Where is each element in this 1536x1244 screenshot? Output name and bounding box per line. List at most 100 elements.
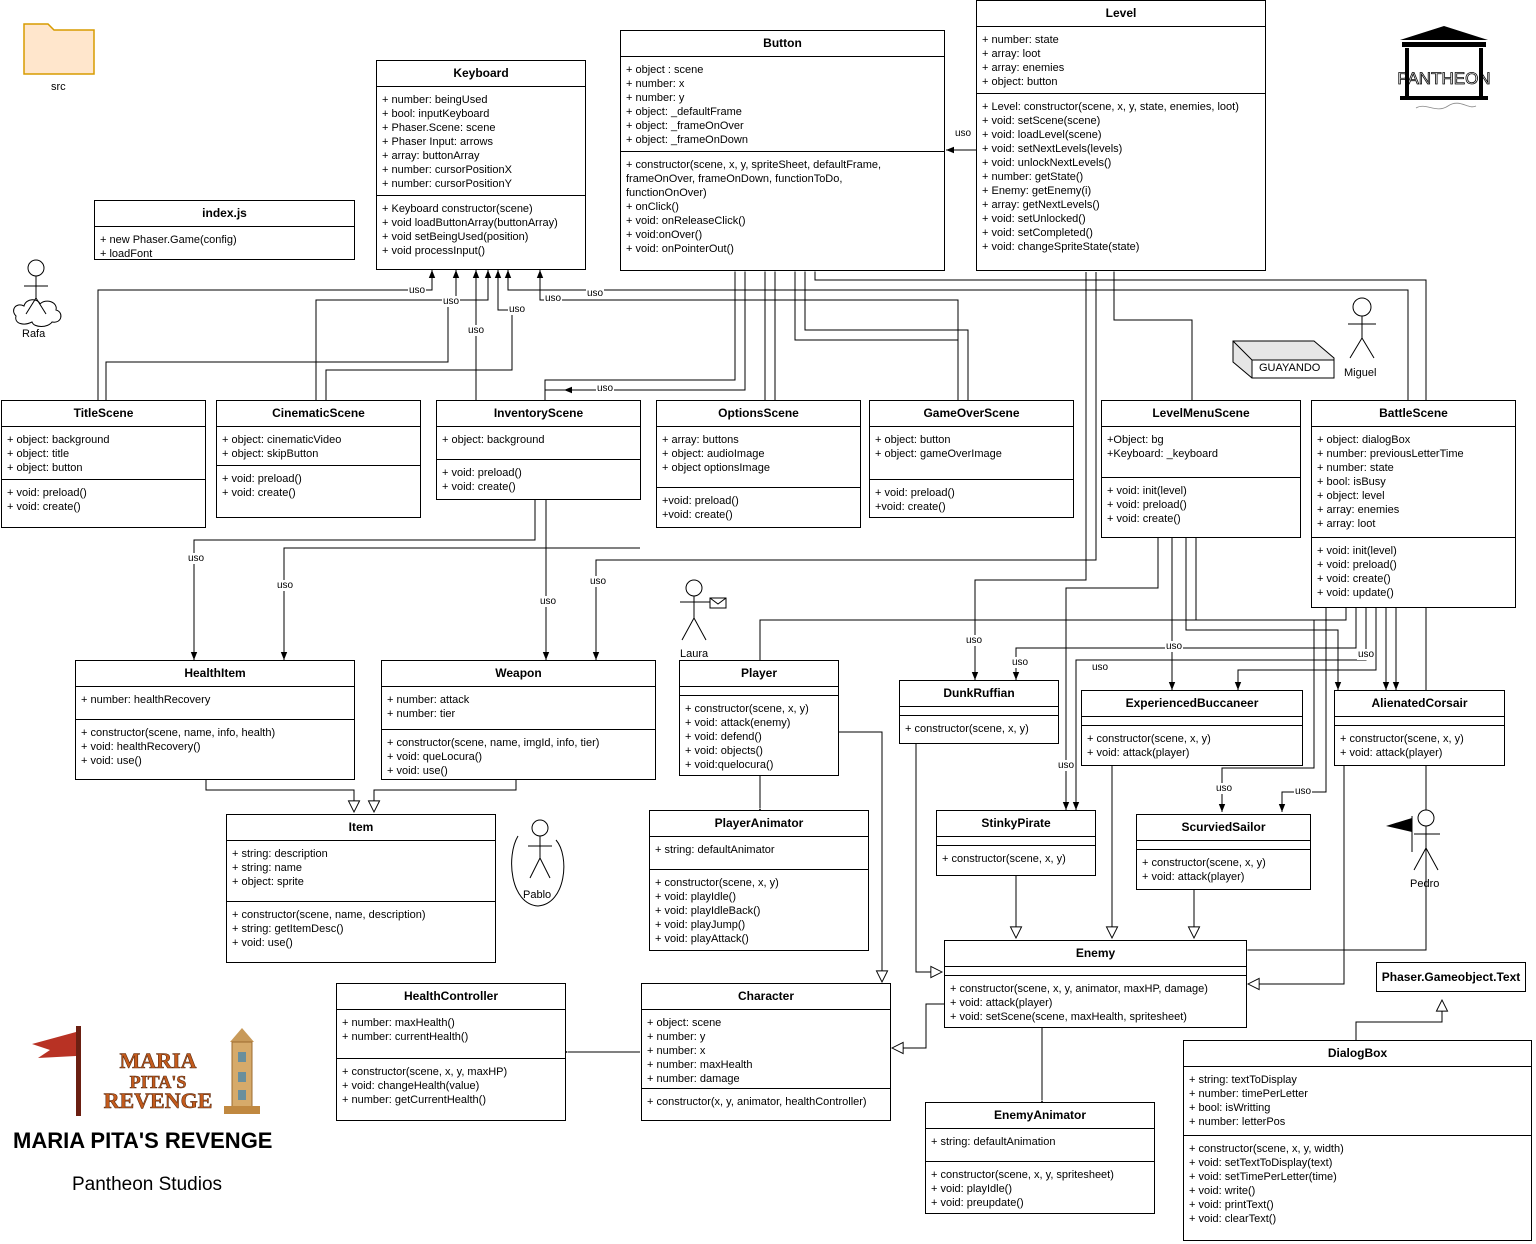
class-keyboard[interactable]: Keyboard + number: beingUsed+ bool: inpu… (376, 60, 586, 270)
class-cinematicscene[interactable]: CinematicScene + object: cinematicVideo+… (216, 400, 421, 518)
class-attributes: + string: textToDisplay+ number: timePer… (1184, 1067, 1531, 1135)
class-member: + object: dialogBox (1317, 434, 1411, 446)
class-member: + constructor(scene, x, y, animator, max… (950, 983, 1208, 995)
stick-figure-icon (1348, 297, 1376, 359)
edge-level-weapon (592, 272, 1097, 660)
class-title: DialogBox (1184, 1041, 1531, 1067)
class-levelmenuscene[interactable]: LevelMenuScene +Object: bg+Keyboard: _ke… (1101, 400, 1301, 538)
class-member: + constructor(scene, x, y, spritesheet) (931, 1169, 1114, 1181)
class-methods: + constructor(scene, x, y)+ void: attack… (1137, 849, 1310, 888)
edge-inventory-healthitem (190, 500, 536, 660)
class-titlescene[interactable]: TitleScene + object: background+ object:… (1, 400, 206, 528)
class-methods: + void: preload()+void: create() (870, 479, 1073, 518)
footer-title: MARIA PITA'S REVENGE (13, 1128, 273, 1153)
folder-icon[interactable] (22, 18, 98, 78)
class-member: + void: create() (7, 501, 81, 513)
class-member: + number: y (647, 1031, 706, 1043)
actor-name-rafa: Rafa (22, 328, 46, 340)
class-weapon[interactable]: Weapon + number: attack+ number: tier + … (381, 660, 656, 780)
class-attributes: + object: scene+ number: y+ number: x+ n… (642, 1010, 890, 1088)
class-dialogbox[interactable]: DialogBox + string: textToDisplay+ numbe… (1183, 1040, 1532, 1241)
class-title: BattleScene (1312, 401, 1515, 427)
class-playeranimator[interactable]: PlayerAnimator + string: defaultAnimator… (649, 810, 869, 951)
class-member: + object: gameOverImage (875, 448, 1002, 460)
class-button[interactable]: Button + object : scene+ number: x+ numb… (620, 30, 945, 271)
edge-label: uso (586, 288, 605, 299)
class-alienatedcorsair[interactable]: AlienatedCorsair + constructor(scene, x,… (1334, 690, 1505, 766)
class-enemy[interactable]: Enemy + constructor(scene, x, y, animato… (944, 940, 1247, 1028)
edge-label: uso (1057, 760, 1076, 771)
class-member: + void: attack(player) (1340, 747, 1443, 759)
class-member: functionOnOver) (626, 187, 707, 199)
class-player[interactable]: Player + constructor(scene, x, y)+ void:… (679, 660, 839, 776)
game-logo-line1: MARIA (120, 1048, 197, 1073)
actor-name-laura: Laura (680, 648, 709, 660)
class-member: + void: healthRecovery() (81, 741, 201, 753)
class-member: +void: create() (662, 509, 733, 521)
class-attributes: + object: background+ object: title+ obj… (2, 427, 205, 479)
stick-figure-flag-icon (1386, 809, 1440, 871)
class-member: + void: setNextLevels(levels) (982, 143, 1123, 155)
edge-dunk-enemy (915, 744, 942, 972)
class-attributes: + string: description+ string: name+ obj… (227, 841, 495, 901)
class-attributes: +Object: bg +Keyboard: _keyboard (1102, 427, 1300, 477)
class-attributes: + object: button+ object: gameOverImage (870, 427, 1073, 479)
note-box (1232, 340, 1336, 380)
class-title: StinkyPirate (937, 811, 1095, 837)
class-member: +Object: bg (1107, 434, 1164, 446)
class-healthitem[interactable]: HealthItem + number: healthRecovery + co… (75, 660, 355, 780)
class-item[interactable]: Item + string: description+ string: name… (226, 814, 496, 963)
class-methods: + constructor(scene, x, y)+ void: attack… (680, 695, 838, 776)
edge-player-character (838, 731, 882, 982)
class-member: + void: changeSpriteState(state) (982, 241, 1140, 253)
class-gameoverscene[interactable]: GameOverScene + object: button+ object: … (869, 400, 1074, 518)
class-character[interactable]: Character + object: scene+ number: y+ nu… (641, 983, 891, 1121)
class-dunkruffian[interactable]: DunkRuffian + constructor(scene, x, y) (899, 680, 1059, 744)
class-battlescene[interactable]: BattleScene + object: dialogBox + number:… (1311, 400, 1516, 608)
class-methods: + constructor(scene, x, y) (937, 845, 1095, 870)
class-member: + void processInput() (382, 245, 486, 257)
class-methods: + constructor(scene, x, y, animator, max… (945, 975, 1246, 1028)
class-healthcontroller[interactable]: HealthController + number: maxHealth()+ … (336, 983, 566, 1121)
edge-gameover-button (792, 261, 959, 400)
class-experiencedbuccaneer[interactable]: ExperiencedBuccaneer + constructor(scene… (1081, 690, 1303, 766)
edge-label: uso (1165, 641, 1184, 652)
class-member: + constructor(scene, x, y, maxHP) (342, 1066, 508, 1078)
class-indexjs[interactable]: index.js + new Phaser.Game(config)+ load… (94, 200, 355, 260)
class-member: + string: description (232, 848, 328, 860)
class-member: +void: preload() (662, 495, 739, 507)
edge-battle-enemy (1237, 608, 1427, 953)
class-member: + number: damage (647, 1073, 740, 1085)
class-inventoryscene[interactable]: InventoryScene + object: background + vo… (436, 400, 641, 500)
class-member: + number: previousLetterTime (1317, 448, 1464, 460)
class-attributes: + string: defaultAnimation (926, 1129, 1154, 1161)
class-level[interactable]: Level + number: state+ array: loot+ arra… (976, 0, 1266, 271)
edge-label: uso (544, 293, 563, 304)
class-member: +void: create() (875, 501, 946, 513)
class-member: + number: x (626, 78, 685, 90)
class-member: + void: setScene(scene, maxHealth, sprit… (950, 1011, 1187, 1023)
class-optionsscene[interactable]: OptionsScene + array: buttons+ object: a… (656, 400, 861, 528)
class-stinkypirate[interactable]: StinkyPirate + constructor(scene, x, y) (936, 810, 1096, 876)
class-enemyanimator[interactable]: EnemyAnimator + string: defaultAnimation… (925, 1102, 1155, 1214)
class-member: + void: init(level) (1317, 545, 1397, 557)
game-logo-line3: REVENGE (104, 1088, 213, 1113)
edge-levelmenu-scurvied (1195, 538, 1315, 812)
class-phaser-text[interactable]: Phaser.Gameobject.Text (1376, 962, 1526, 992)
edge-label: uso (1357, 649, 1376, 660)
edge-battle-buccaneer (1234, 608, 1377, 690)
class-member: + constructor(scene, x, y, width) (1189, 1143, 1344, 1155)
class-attributes: + array: buttons+ object: audioImage+ ob… (657, 427, 860, 487)
class-member: + constructor(scene, name, description) (232, 909, 426, 921)
edge-battle-stinky (1072, 608, 1367, 810)
class-member: + Level: constructor(scene, x, y, state,… (982, 101, 1239, 113)
class-member: + string: textToDisplay (1189, 1074, 1297, 1086)
class-scurviedsailor[interactable]: ScurviedSailor + constructor(scene, x, y… (1136, 814, 1311, 890)
game-logo: MARIA PITA'S REVENGE (28, 1022, 276, 1118)
class-member: +Keyboard: _keyboard (1107, 448, 1218, 460)
edge-battle-player (757, 608, 1347, 671)
edge-label: uso (442, 296, 461, 307)
class-title: OptionsScene (657, 401, 860, 427)
class-member: + object: button (982, 76, 1058, 88)
